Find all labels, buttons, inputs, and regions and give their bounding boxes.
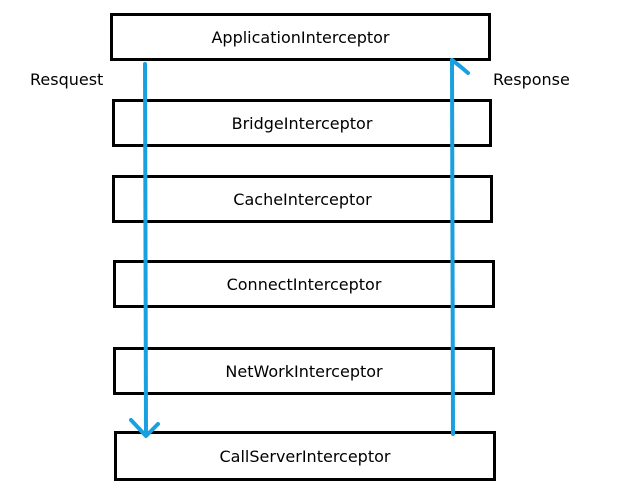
cache-interceptor-label: CacheInterceptor — [233, 189, 372, 209]
response-arrow-head — [450, 58, 470, 75]
connect-interceptor-box: ConnectInterceptor — [113, 260, 495, 308]
call-server-interceptor-box: CallServerInterceptor — [114, 431, 496, 481]
bridge-interceptor-box: BridgeInterceptor — [112, 99, 492, 147]
response-label: Response — [493, 70, 570, 89]
application-interceptor-label: ApplicationInterceptor — [211, 27, 390, 47]
cache-interceptor-box: CacheInterceptor — [112, 175, 493, 223]
network-interceptor-box: NetWorkInterceptor — [113, 347, 495, 395]
connect-interceptor-label: ConnectInterceptor — [226, 274, 382, 294]
network-interceptor-label: NetWorkInterceptor — [225, 361, 383, 381]
bridge-interceptor-label: BridgeInterceptor — [231, 113, 373, 133]
call-server-interceptor-label: CallServerInterceptor — [219, 446, 391, 466]
application-interceptor-box: ApplicationInterceptor — [110, 13, 491, 61]
request-label: Resquest — [30, 70, 104, 89]
